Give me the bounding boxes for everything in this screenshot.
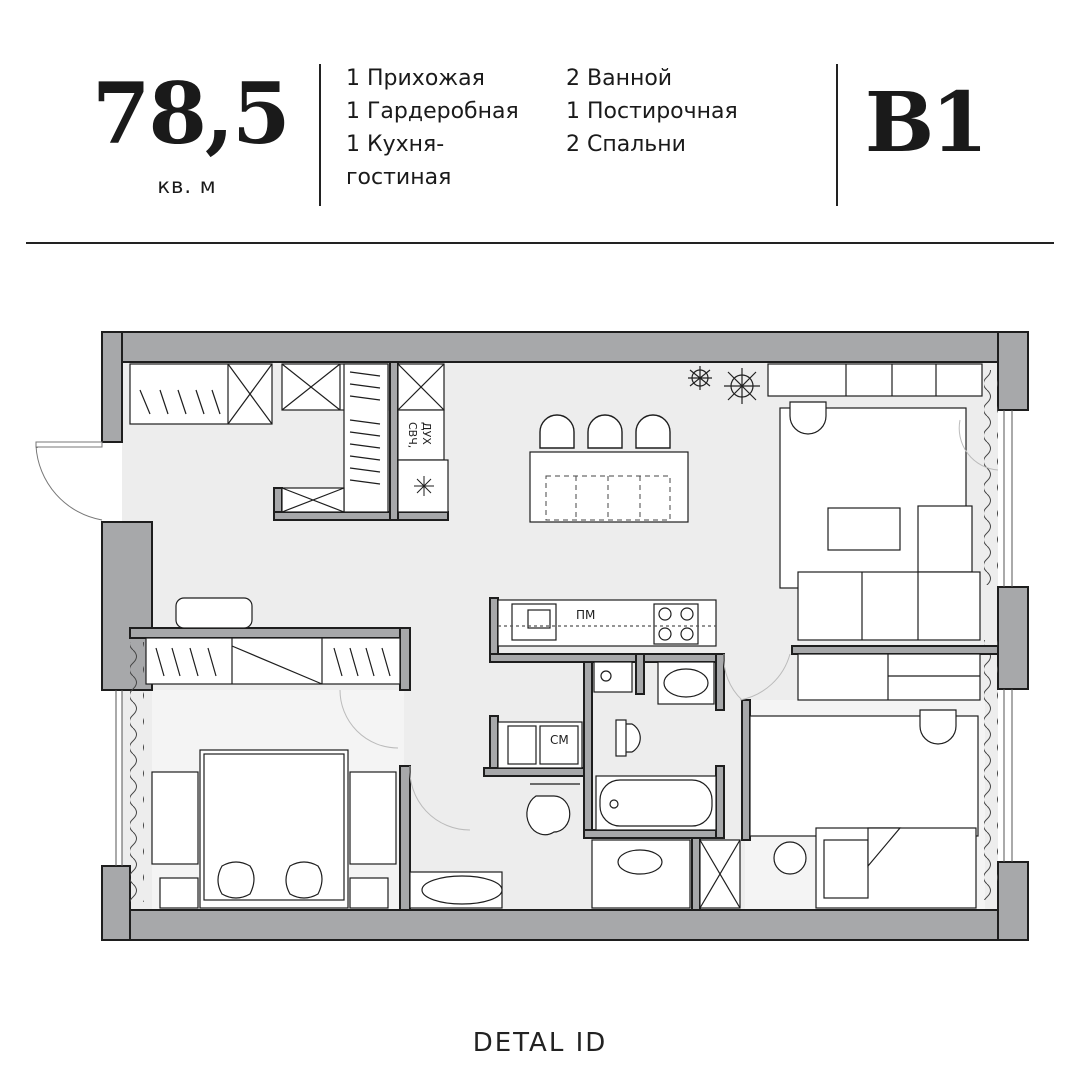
room-item: 2 Ванной bbox=[566, 66, 673, 91]
exterior-walls bbox=[101, 331, 1029, 941]
rooms-list-left: 1 Прихожая 1 Гардеробная 1 Кухня- гостин… bbox=[346, 62, 519, 194]
room-item: 1 Кухня- bbox=[346, 132, 445, 157]
area-value: 78,5 bbox=[92, 64, 291, 163]
kitchen-tall-units bbox=[397, 363, 449, 513]
double-bed bbox=[151, 749, 397, 909]
kitchen-counter bbox=[497, 599, 717, 647]
curtains bbox=[130, 370, 998, 902]
divider-right bbox=[836, 64, 838, 206]
area-unit: кв. м bbox=[157, 174, 217, 198]
entry-door bbox=[35, 441, 103, 521]
dining-island bbox=[529, 451, 689, 523]
wardrobe-entry bbox=[129, 363, 389, 513]
room-item: 1 Прихожая bbox=[346, 66, 485, 91]
sofa bbox=[779, 401, 981, 641]
divider-left bbox=[319, 64, 321, 206]
header-rule bbox=[26, 242, 1054, 244]
label-microwave: СВЧ, bbox=[406, 422, 419, 448]
windows bbox=[115, 410, 1013, 866]
unit-code: B1 bbox=[864, 75, 988, 171]
laundry bbox=[497, 661, 633, 769]
bar-stools bbox=[539, 414, 671, 449]
left-bedroom-wardrobe bbox=[145, 637, 401, 685]
brand-name: DETAL ID bbox=[472, 1028, 608, 1058]
room-item: 2 Спальни bbox=[566, 132, 686, 157]
plant-icon bbox=[688, 366, 760, 404]
tv-unit bbox=[767, 363, 983, 397]
right-bedroom bbox=[749, 653, 981, 909]
label-oven: ДУХ bbox=[420, 422, 433, 445]
interior-walls bbox=[129, 361, 999, 911]
bench bbox=[175, 597, 253, 629]
rooms-list-right: 2 Ванной 1 Постирочная 2 Спальни bbox=[566, 62, 738, 161]
room-item: 1 Гардеробная bbox=[346, 99, 519, 124]
room-item: гостиная bbox=[346, 165, 452, 190]
bathroom-fixtures bbox=[409, 661, 741, 909]
label-dishwasher: ПМ bbox=[576, 608, 595, 622]
label-washing-machine: СМ bbox=[550, 733, 569, 747]
door-swings bbox=[339, 419, 999, 831]
room-item: 1 Постирочная bbox=[566, 99, 738, 124]
